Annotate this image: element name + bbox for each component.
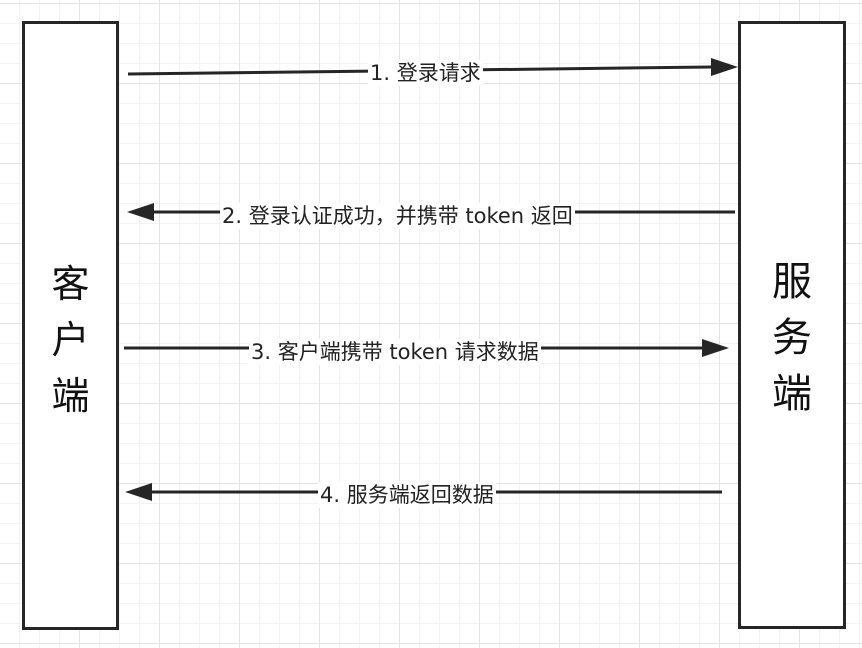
message-3-label: 3. 客户端携带 token 请求数据 — [249, 339, 541, 365]
client-lifeline-box: 客 户 端 — [22, 21, 119, 630]
message-3-arrowhead — [702, 339, 729, 357]
server-lifeline-box: 服 务 端 — [738, 21, 846, 629]
message-1-label: 1. 登录请求 — [368, 60, 483, 86]
message-4-label: 4. 服务端返回数据 — [318, 482, 496, 508]
message-1-arrowhead — [711, 58, 738, 76]
client-label: 客 户 端 — [51, 262, 90, 418]
server-label: 服 务 端 — [772, 259, 812, 417]
message-4-arrowhead — [125, 483, 152, 501]
message-2-label: 2. 登录认证成功，并携带 token 返回 — [220, 203, 575, 229]
message-2-arrowhead — [127, 203, 154, 221]
